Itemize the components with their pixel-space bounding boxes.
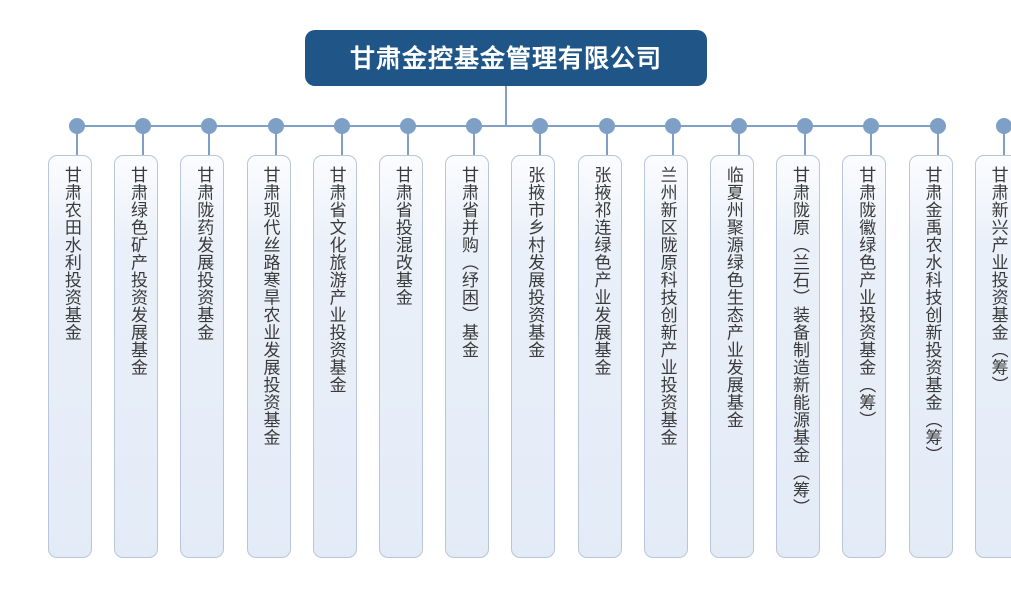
branch-box[interactable]: 甘肃省并购（纾困）基金 xyxy=(445,155,490,558)
branch-dot-icon xyxy=(201,118,218,134)
branch-drop-line xyxy=(142,132,145,156)
branch-drop-line xyxy=(208,132,211,156)
branch-dot-icon xyxy=(797,118,814,134)
branch-drop-line xyxy=(870,132,873,156)
branch-dot-icon xyxy=(267,118,284,134)
branch-label: 甘肃省文化旅游产业投资基金 xyxy=(325,166,346,394)
root-node-company[interactable]: 甘肃金控基金管理有限公司 xyxy=(305,30,707,86)
root-node-label: 甘肃金控基金管理有限公司 xyxy=(349,43,662,73)
branch-drop-line xyxy=(76,132,78,156)
branch-box[interactable]: 张掖市乡村发展投资基金 xyxy=(511,155,556,558)
branch-drop-line xyxy=(936,132,939,156)
branch-dot-icon xyxy=(466,118,483,134)
branch-label: 甘肃金禹农水科技创新投资基金（筹） xyxy=(921,166,942,464)
branch-box[interactable]: 甘肃陇原（兰石）装备制造新能源基金（筹） xyxy=(776,155,821,558)
branch-box[interactable]: 甘肃陇药发展投资基金 xyxy=(180,155,225,558)
branch-label: 甘肃陇药发展投资基金 xyxy=(193,166,214,341)
branch-label: 兰州新区陇原科技创新产业投资基金 xyxy=(656,166,677,446)
branch-dot-icon xyxy=(731,118,747,134)
branch-label: 临夏州聚源绿色生态产业发展基金 xyxy=(722,166,743,429)
branch-label: 甘肃省并购（纾困）基金 xyxy=(458,166,479,359)
branch-dot-icon xyxy=(863,118,880,134)
branch-label: 甘肃农田水利投资基金 xyxy=(60,166,81,341)
branch-label: 甘肃陇原（兰石）装备制造新能源基金（筹） xyxy=(789,166,810,516)
branch-label: 甘肃陇徽绿色产业投资基金（筹） xyxy=(855,166,876,429)
branch-box[interactable]: 甘肃农田水利投资基金 xyxy=(48,155,92,558)
branch-box[interactable]: 兰州新区陇原科技创新产业投资基金 xyxy=(643,155,688,558)
horizontal-bus-line xyxy=(70,125,931,127)
branch-drop-line xyxy=(1002,132,1005,156)
branch-dot-icon xyxy=(995,118,1011,134)
branch-drop-line xyxy=(473,132,476,156)
branch-drop-line xyxy=(671,132,674,156)
branch-box[interactable]: 甘肃新兴产业投资基金（筹） xyxy=(974,155,1011,558)
branch-dot-icon xyxy=(400,118,416,134)
branch-drop-line xyxy=(605,132,608,156)
branch-dot-icon xyxy=(333,118,350,134)
branch-box[interactable]: 甘肃金禹农水科技创新投资基金（筹） xyxy=(908,155,953,558)
branch-label: 甘肃绿色矿产投资发展基金 xyxy=(127,166,148,376)
branch-box[interactable]: 甘肃绿色矿产投资发展基金 xyxy=(114,155,159,558)
branch-dot-icon xyxy=(135,118,152,134)
branch-label: 甘肃省投混改基金 xyxy=(391,166,412,306)
branch-label: 张掖祁连绿色产业发展基金 xyxy=(590,166,611,376)
branch-dot-icon xyxy=(69,118,85,134)
branch-dot-icon xyxy=(929,118,946,134)
branch-drop-line xyxy=(340,132,343,156)
branch-dot-icon xyxy=(532,118,549,134)
branch-drop-line xyxy=(274,132,277,156)
branch-box[interactable]: 甘肃省投混改基金 xyxy=(379,155,423,558)
branch-dot-icon xyxy=(598,118,615,134)
root-connector-stem xyxy=(505,86,507,126)
branch-label: 张掖市乡村发展投资基金 xyxy=(524,166,545,359)
branch-label: 甘肃新兴产业投资基金（筹） xyxy=(987,166,1008,394)
branch-drop-line xyxy=(738,132,740,156)
branch-drop-line xyxy=(407,132,409,156)
branch-box[interactable]: 临夏州聚源绿色生态产业发展基金 xyxy=(710,155,754,558)
branch-dot-icon xyxy=(664,118,681,134)
branch-box[interactable]: 张掖祁连绿色产业发展基金 xyxy=(577,155,622,558)
branch-label: 甘肃现代丝路寒旱农业发展投资基金 xyxy=(259,166,280,446)
branch-drop-line xyxy=(804,132,807,156)
branch-box[interactable]: 甘肃省文化旅游产业投资基金 xyxy=(312,155,357,558)
branch-box[interactable]: 甘肃现代丝路寒旱农业发展投资基金 xyxy=(246,155,291,558)
branch-box[interactable]: 甘肃陇徽绿色产业投资基金（筹） xyxy=(842,155,887,558)
branch-drop-line xyxy=(539,132,542,156)
